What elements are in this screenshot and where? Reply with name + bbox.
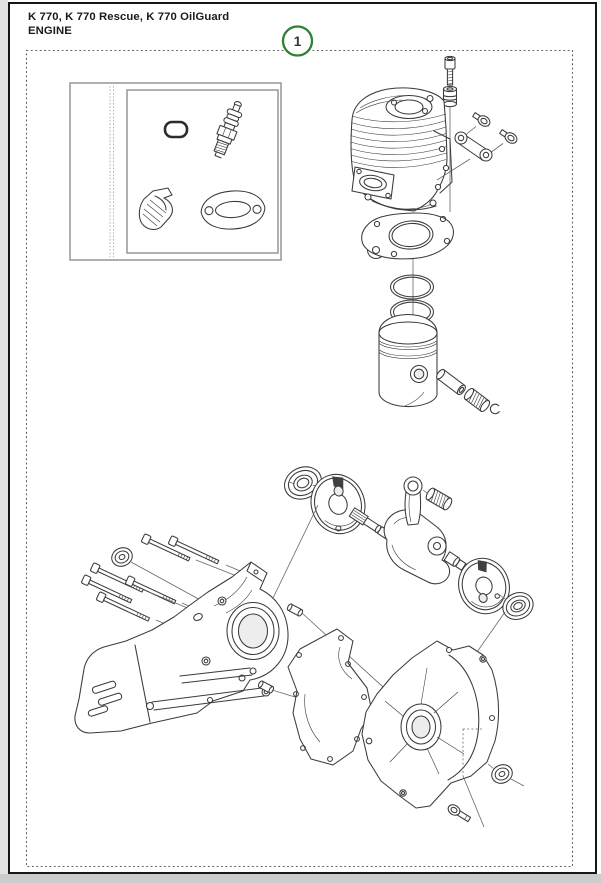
circlip-illustration	[489, 403, 500, 415]
crankcase-left-group	[74, 533, 407, 734]
o-ring-illustration	[163, 120, 189, 139]
callout-circle[interactable]	[281, 25, 314, 57]
ribbed-clamp-part-illustration	[138, 187, 173, 230]
title-section: ENGINE	[28, 24, 72, 37]
page-edge-bottom	[0, 874, 601, 883]
oil-seal-left-illustration	[111, 547, 133, 567]
inset-kit-box	[69, 82, 282, 261]
crankcase-gasket-illustration	[287, 628, 373, 766]
ball-bearing-left-illustration	[284, 466, 322, 500]
connecting-rod-needle-bearing-illustration	[425, 487, 453, 511]
piston-needle-bearing-illustration	[463, 387, 491, 413]
page-title: K 770, K 770 Rescue, K 770 OilGuard ENGI…	[28, 11, 229, 38]
spark-plug-illustration	[213, 101, 243, 159]
wrist-pin-illustration	[436, 368, 466, 396]
piston-ring-upper-illustration	[389, 274, 435, 300]
cylinder-illustration	[350, 87, 453, 212]
flange-screw-illustration	[447, 804, 472, 823]
cylinder-base-gasket-illustration	[361, 212, 454, 260]
title-models: K 770, K 770 Rescue, K 770 OilGuard	[28, 11, 230, 23]
cylinder-bolt-illustration	[444, 55, 456, 86]
spacer-sleeve-illustration	[442, 85, 458, 108]
oil-seal-right-illustration	[491, 764, 513, 784]
crankcase-right-half-illustration	[361, 640, 500, 809]
crankcase-right-group	[361, 640, 525, 828]
bracket-screw-upper-illustration	[472, 112, 491, 127]
crankshaft-illustration	[348, 476, 481, 585]
ball-bearing-right-illustration	[502, 592, 534, 620]
crankshaft-group	[258, 466, 534, 723]
exhaust-gasket-illustration	[200, 190, 266, 230]
bracket-screw-lower-illustration	[499, 129, 518, 144]
mounting-bracket-illustration	[454, 131, 493, 162]
piston-illustration	[378, 313, 438, 408]
crank-web-left-illustration	[310, 473, 366, 535]
page-edge-left	[0, 0, 8, 883]
crankcase-bolts-illustration	[81, 533, 220, 622]
callout-number[interactable]: 1	[294, 34, 302, 49]
piston-group	[378, 274, 500, 415]
cylinder-assembly	[350, 55, 518, 337]
callout-1[interactable]: 1	[281, 25, 314, 57]
crank-web-right-illustration	[458, 557, 510, 615]
crankcase-left-half-illustration	[74, 561, 289, 734]
